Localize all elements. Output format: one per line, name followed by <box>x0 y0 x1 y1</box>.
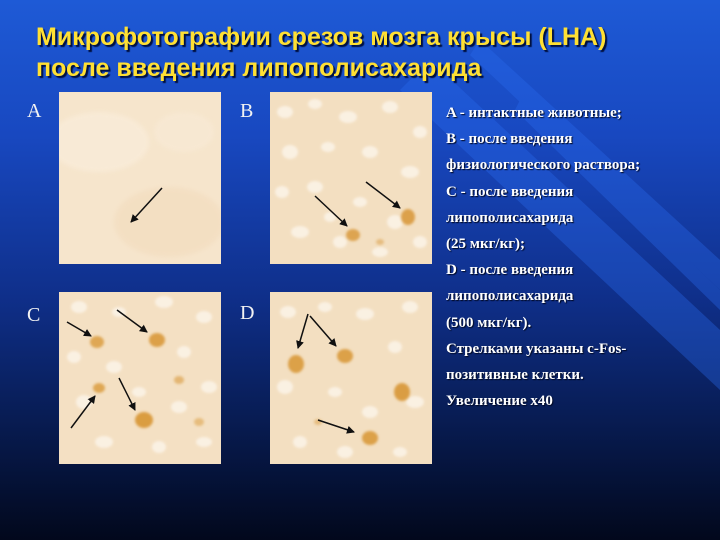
legend-line: B - после введения <box>446 131 573 148</box>
micrograph-c <box>59 292 221 464</box>
arrow-c-1 <box>116 309 148 333</box>
panel-d-label: D <box>240 302 255 324</box>
arrow-a-1 <box>130 187 163 223</box>
arrow-d-3 <box>317 419 355 434</box>
arrow-c-3 <box>118 377 136 411</box>
title-line-1: Микрофотографии срезов мозга крысы (LHA) <box>36 23 607 51</box>
legend-line: липополисахарида <box>446 209 574 226</box>
legend-line: D - после введения <box>446 262 574 279</box>
legend-line: (500 мкг/кг). <box>446 314 532 331</box>
micrograph-b <box>270 92 432 264</box>
panel-c-label: C <box>27 304 41 326</box>
legend-line: Стрелками указаны c-Fos- <box>446 340 627 357</box>
legend-line: позитивные клетки. <box>446 367 584 384</box>
arrow-d-2 <box>309 315 337 347</box>
slide-title: Микрофотографии срезов мозга крысы (LHA)… <box>36 22 716 84</box>
micrograph-a <box>59 92 221 264</box>
legend-line: A - интактные животные; <box>446 105 622 121</box>
micrograph-d <box>270 292 432 464</box>
arrow-c-2 <box>66 321 92 337</box>
title-line-2: после введения липополисахарида <box>36 54 482 82</box>
arrow-b-1 <box>314 195 348 227</box>
arrow-d-1 <box>296 313 309 349</box>
figure-legend: A - интактные животные; B - после введен… <box>446 100 716 414</box>
legend-line: физиологического раствора; <box>446 157 641 174</box>
legend-line: (25 мкг/кг); <box>446 236 526 253</box>
legend-line: Увеличение x40 <box>446 393 553 410</box>
panel-a-label: A <box>27 100 42 122</box>
legend-line: C - после введения <box>446 183 574 200</box>
panel-b-label: B <box>240 100 254 122</box>
arrow-c-4 <box>70 395 96 429</box>
arrow-b-2 <box>365 181 401 209</box>
legend-line: липополисахарида <box>446 288 574 305</box>
